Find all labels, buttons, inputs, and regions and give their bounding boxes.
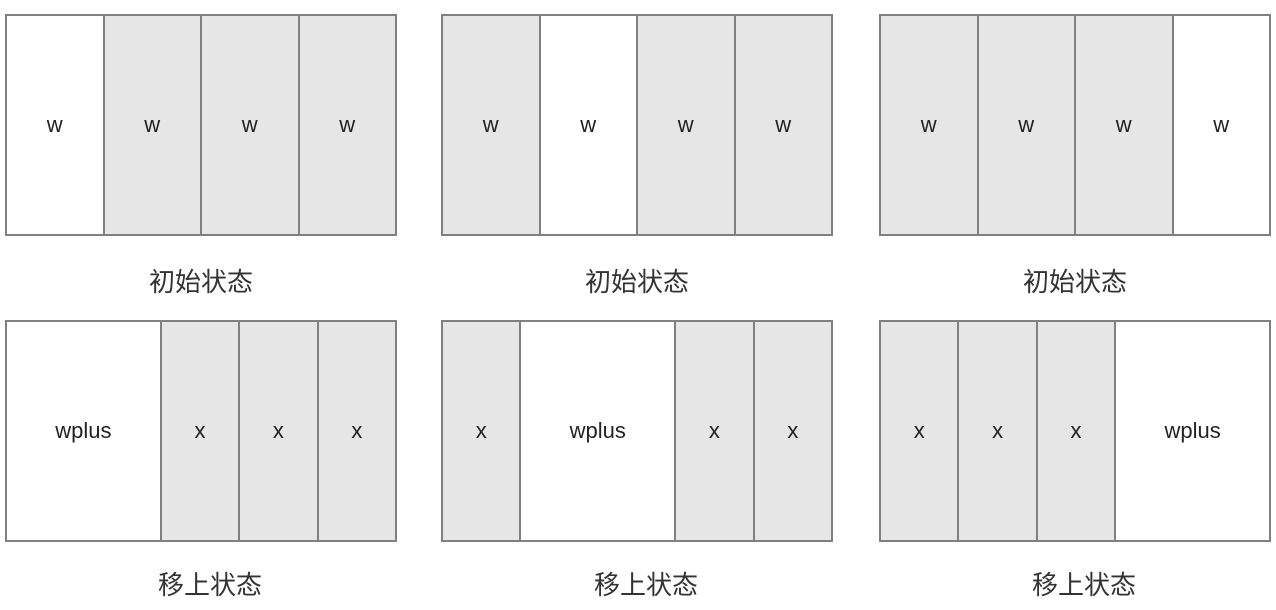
panel-initial-3: w w w w — [879, 14, 1271, 236]
cell: x — [752, 322, 832, 540]
cell: x — [316, 322, 396, 540]
cell: wplus — [519, 322, 675, 540]
cell: w — [1171, 16, 1269, 234]
cell: x — [881, 322, 958, 540]
caption-initial-3: 初始状态 — [1022, 268, 1127, 298]
cell: w — [636, 16, 734, 234]
caption-hover-2: 移上状态 — [593, 571, 698, 601]
cell: w — [297, 16, 395, 234]
cell: w — [733, 16, 831, 234]
cell: x — [238, 322, 317, 540]
cell: x — [674, 322, 753, 540]
cell: w — [200, 16, 298, 234]
cell: w — [976, 16, 1074, 234]
panel-initial-2: w w w w — [441, 14, 833, 236]
cell: x — [1035, 322, 1115, 540]
cell: w — [1074, 16, 1172, 234]
cell: x — [159, 322, 239, 540]
caption-initial-1: 初始状态 — [148, 268, 253, 298]
cell: x — [443, 322, 520, 540]
cell: w — [443, 16, 539, 234]
cell: wplus — [1114, 322, 1270, 540]
cell: x — [957, 322, 1036, 540]
panel-hover-2: x wplus x x — [441, 320, 833, 542]
cell: w — [7, 16, 103, 234]
cell: w — [538, 16, 636, 234]
panel-hover-3: x x x wplus — [879, 320, 1271, 542]
panel-hover-1: wplus x x x — [5, 320, 397, 542]
caption-hover-1: 移上状态 — [157, 571, 262, 601]
cell: w — [102, 16, 200, 234]
panel-initial-1: w w w w — [5, 14, 397, 236]
caption-hover-3: 移上状态 — [1031, 571, 1136, 601]
cell: wplus — [7, 322, 160, 540]
caption-initial-2: 初始状态 — [584, 268, 689, 298]
cell: w — [881, 16, 977, 234]
